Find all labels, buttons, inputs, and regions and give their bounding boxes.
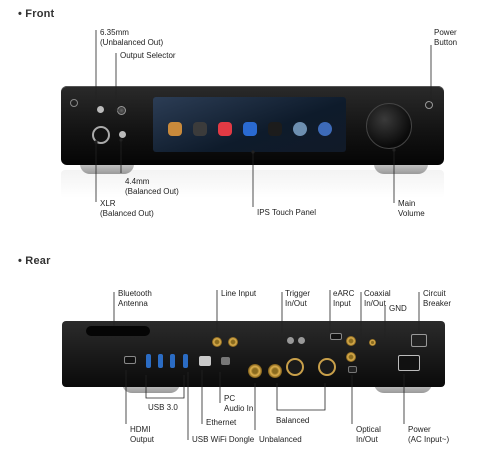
label-circuit-breaker: Circuit bbox=[423, 289, 446, 298]
app-icon bbox=[268, 122, 282, 136]
coaxial-jack bbox=[346, 352, 356, 362]
label-power-sub: Button bbox=[434, 38, 458, 47]
label-pc: PC bbox=[224, 394, 236, 403]
label-earc: eARC bbox=[333, 289, 355, 298]
usb-port bbox=[170, 354, 175, 368]
xlr-out-jack bbox=[318, 358, 336, 376]
app-icon bbox=[318, 122, 332, 136]
label-trigger-sub: In/Out bbox=[285, 299, 307, 308]
label-circuit-breaker-sub: Breaker bbox=[423, 299, 452, 308]
label-gnd: GND bbox=[389, 304, 407, 313]
bluetooth-antenna bbox=[86, 326, 150, 336]
trigger-jack bbox=[298, 337, 305, 344]
label-optical: Optical bbox=[356, 425, 381, 434]
coaxial-jack bbox=[346, 336, 356, 346]
main-volume-knob[interactable] bbox=[366, 103, 412, 149]
label-pc-sub: Audio In bbox=[224, 404, 254, 413]
label-unbalanced: Unbalanced bbox=[259, 435, 302, 444]
label-usb-3-0: USB 3.0 bbox=[148, 403, 178, 412]
label-earc-sub: Input bbox=[333, 299, 351, 308]
xlr-jack bbox=[92, 126, 110, 144]
front-section-title: • Front bbox=[18, 8, 55, 20]
earc-port bbox=[330, 333, 342, 340]
label-main-volume: Main bbox=[398, 199, 416, 208]
label-balanced: Balanced bbox=[276, 416, 310, 425]
circuit-breaker bbox=[411, 334, 427, 347]
optical-port bbox=[348, 366, 357, 373]
label-usb-wifi: USB WiFi Dongle bbox=[192, 435, 255, 444]
jack-4-4mm bbox=[119, 131, 126, 138]
label-coaxial: Coaxial bbox=[364, 289, 391, 298]
label-hdmi-sub: Output bbox=[130, 435, 155, 444]
front-reflection bbox=[61, 170, 444, 198]
app-icon bbox=[243, 122, 257, 136]
pc-audio-in-port bbox=[221, 357, 230, 365]
line-input-jack bbox=[228, 337, 238, 347]
label-power: Power bbox=[434, 28, 457, 37]
label-4-4mm: 4.4mm bbox=[125, 177, 150, 186]
app-icon bbox=[168, 122, 182, 136]
output-selector-knob bbox=[117, 106, 126, 115]
app-icon bbox=[218, 122, 232, 136]
power-button[interactable] bbox=[425, 101, 433, 109]
jack-6-35mm bbox=[97, 106, 104, 113]
label-main-volume-sub: Volume bbox=[398, 209, 425, 218]
trigger-jack bbox=[287, 337, 294, 344]
label-bluetooth: Bluetooth bbox=[118, 289, 152, 298]
label-4-4mm-sub: (Balanced Out) bbox=[125, 187, 179, 196]
ac-power-inlet bbox=[398, 355, 420, 371]
logo-icon bbox=[70, 99, 78, 107]
unbalanced-out-jack bbox=[248, 364, 262, 378]
label-trigger: Trigger bbox=[285, 289, 311, 298]
usb-wifi-port bbox=[183, 354, 188, 368]
label-power-ac-sub: (AC Input~) bbox=[408, 435, 450, 444]
unbalanced-out-jack bbox=[268, 364, 282, 378]
hdmi-port bbox=[124, 356, 136, 364]
label-optical-sub: In/Out bbox=[356, 435, 378, 444]
label-xlr: XLR bbox=[100, 199, 116, 208]
usb-port bbox=[146, 354, 151, 368]
app-icon bbox=[193, 122, 207, 136]
label-bluetooth-sub: Antenna bbox=[118, 299, 148, 308]
label-ips-touch-panel: IPS Touch Panel bbox=[257, 208, 317, 217]
label-coaxial-sub: In/Out bbox=[364, 299, 386, 308]
label-hdmi: HDMI bbox=[130, 425, 151, 434]
label-xlr-sub: (Balanced Out) bbox=[100, 209, 154, 218]
label-output-selector: Output Selector bbox=[120, 51, 176, 60]
usb-port bbox=[158, 354, 163, 368]
label-power-ac: Power bbox=[408, 425, 431, 434]
label-6-35mm: 6.35mm bbox=[100, 28, 129, 37]
label-ethernet: Ethernet bbox=[206, 418, 237, 427]
xlr-out-jack bbox=[286, 358, 304, 376]
ethernet-port bbox=[199, 356, 211, 366]
rear-section-title: • Rear bbox=[18, 255, 51, 267]
label-line-input: Line Input bbox=[221, 289, 257, 298]
gnd-terminal bbox=[369, 339, 376, 346]
label-6-35mm-sub: (Unbalanced Out) bbox=[100, 38, 164, 47]
app-icon bbox=[293, 122, 307, 136]
line-input-jack bbox=[212, 337, 222, 347]
